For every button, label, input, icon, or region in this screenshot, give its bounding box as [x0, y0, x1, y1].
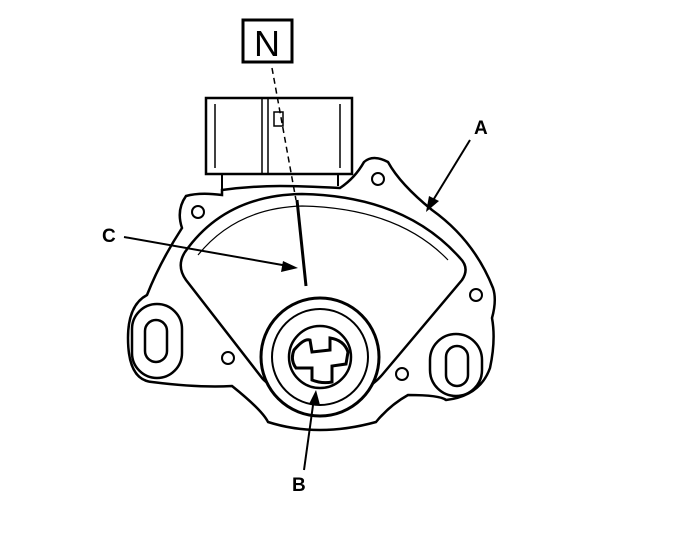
mounting-slot-right [428, 332, 484, 398]
neutral-label: N [254, 23, 280, 64]
bolt-hole [191, 205, 205, 219]
mounting-slot-left [130, 302, 184, 380]
bolt-hole [395, 367, 409, 381]
callout-b: B [292, 390, 320, 496]
neutral-position-mark [295, 199, 308, 287]
neutral-dashed-line [271, 67, 297, 201]
connector [204, 96, 354, 192]
callout-c-label: C [102, 226, 116, 247]
sector-plate [179, 192, 467, 404]
callout-a-label: A [474, 118, 488, 139]
callout-a: A [426, 118, 488, 212]
switch-housing [126, 156, 496, 432]
bolt-holes [191, 172, 483, 381]
bolt-hole [221, 351, 235, 365]
bolt-hole [371, 172, 385, 186]
sector-plate-inner-edge [197, 205, 449, 261]
neutral-indicator: N [241, 18, 308, 287]
bolt-hole [469, 288, 483, 302]
neutral-box [241, 18, 294, 64]
shaft-slot [290, 336, 350, 385]
callout-c: C [102, 226, 298, 272]
callout-b-label: B [292, 475, 306, 496]
